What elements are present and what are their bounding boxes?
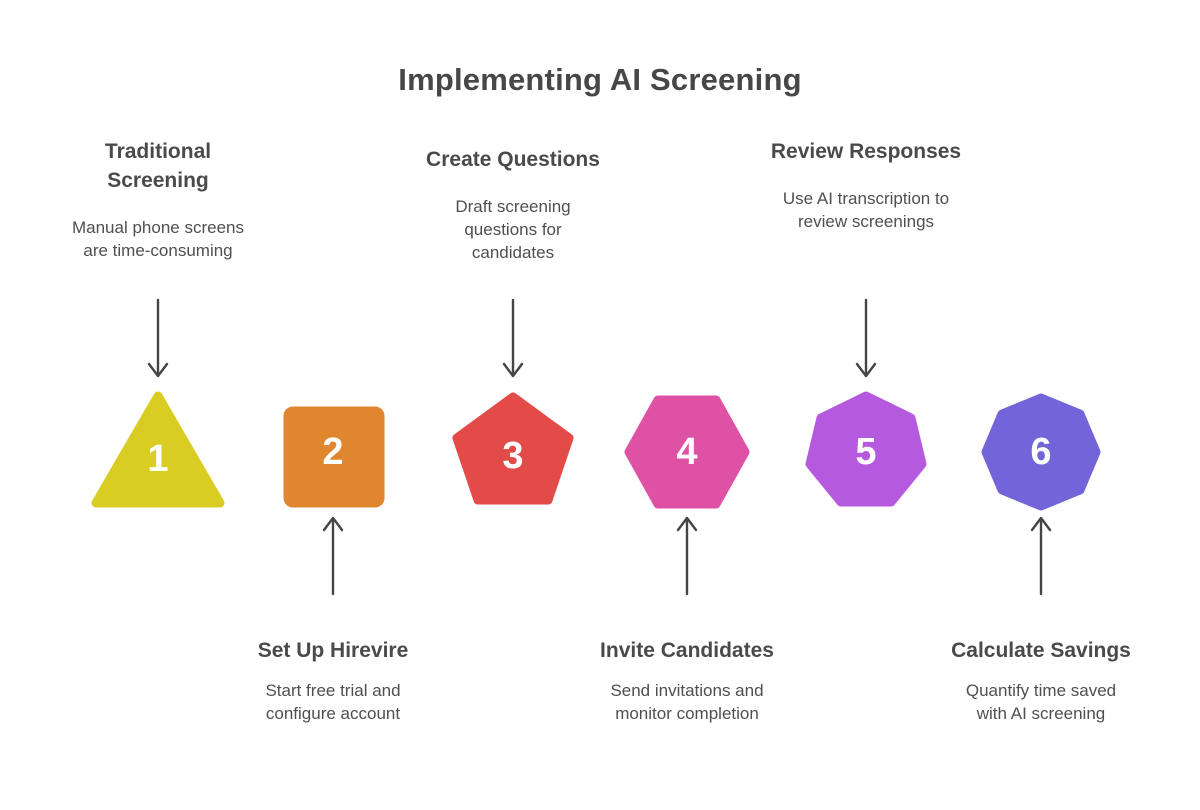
step-description: Use AI transcription to review screening… — [782, 189, 950, 231]
step-number: 4 — [676, 431, 698, 473]
step-heading: Traditional Screening — [104, 140, 212, 192]
step-label-invite-candidates: Invite Candidates Send invitations and m… — [557, 636, 817, 725]
step-heading: Review Responses — [770, 140, 962, 163]
step-label-set-up-hirevire: Set Up Hirevire Start free trial and con… — [203, 636, 463, 725]
step-label-traditional-screening: Traditional Screening Manual phone scree… — [28, 137, 288, 262]
step-description: Quantify time saved with AI screening — [965, 681, 1117, 723]
step-label-review-responses: Review Responses Use AI transcription to… — [736, 137, 996, 233]
step-description: Draft screening questions for candidates — [455, 197, 571, 262]
step-heading: Calculate Savings — [951, 639, 1131, 662]
arrow-up-icon — [322, 516, 344, 596]
arrow-down-icon — [855, 298, 877, 378]
step-label-create-questions: Create Questions Draft screening questio… — [383, 145, 643, 264]
arrow-up-icon — [1030, 516, 1052, 596]
arrows-layer — [147, 298, 1052, 596]
step-heading: Set Up Hirevire — [257, 639, 409, 662]
step-number: 5 — [855, 431, 877, 473]
step-number: 2 — [322, 431, 344, 473]
step-description: Start free trial and configure account — [265, 681, 401, 723]
arrow-up-icon — [676, 516, 698, 596]
page-title: Implementing AI Screening — [398, 62, 802, 97]
step-number: 3 — [502, 435, 524, 477]
step-description: Manual phone screens are time-consuming — [71, 218, 244, 260]
step-heading: Create Questions — [426, 148, 600, 171]
step-heading: Invite Candidates — [600, 639, 774, 662]
arrow-down-icon — [147, 298, 169, 378]
step-description: Send invitations and monitor completion — [610, 681, 764, 723]
step-number: 6 — [1030, 431, 1052, 473]
step-label-calculate-savings: Calculate Savings Quantify time saved wi… — [911, 636, 1171, 725]
step-number: 1 — [147, 438, 169, 480]
arrow-down-icon — [502, 298, 524, 378]
